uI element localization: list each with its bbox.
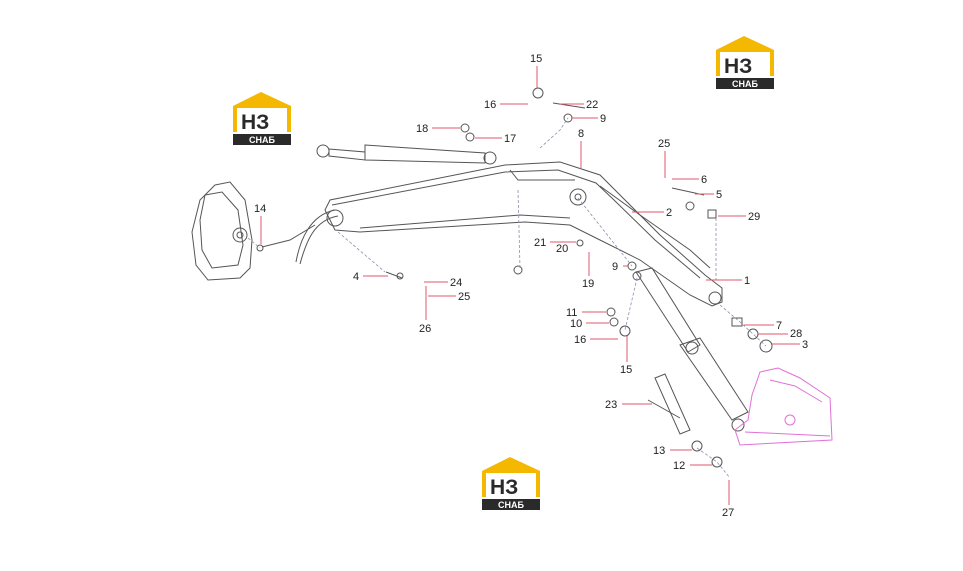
svg-text:СНАБ: СНАБ [732,79,758,89]
svg-text:НЗ: НЗ [241,111,269,134]
callouts: 15 16 22 9 18 17 8 25 6 5 2 29 1 [254,53,808,519]
callout-29: 29 [748,211,760,223]
callout-26: 26 [419,323,431,335]
logo-top-right: НЗ СНАБ [716,36,774,89]
callout-23: 23 [605,399,617,411]
logo-top-left: НЗ СНАБ [233,92,291,145]
callout-17: 17 [504,133,516,145]
mounting-bracket [191,181,253,281]
bucket-cylinder [647,373,691,435]
bucket-attachment [734,367,833,446]
callout-16-top: 16 [484,99,496,111]
callout-9-top: 9 [600,113,606,125]
callout-7: 7 [776,320,782,332]
callout-27: 27 [722,507,734,519]
callout-25-top: 25 [658,138,670,150]
callout-11: 11 [566,307,577,319]
callout-14: 14 [254,203,266,215]
callout-22: 22 [586,99,598,111]
callout-1: 1 [744,275,750,287]
svg-text:НЗ: НЗ [490,476,518,499]
svg-text:НЗ: НЗ [724,55,752,78]
callout-6: 6 [701,174,707,186]
callout-21: 21 [534,237,546,249]
callout-8: 8 [578,128,584,140]
callout-19: 19 [582,278,594,290]
callout-13: 13 [653,445,665,457]
callout-28: 28 [790,328,802,340]
callout-15-top: 15 [530,53,542,65]
callout-2: 2 [666,207,672,219]
arm-cylinder [635,267,749,432]
callout-3: 3 [802,339,808,351]
callout-12: 12 [673,460,685,472]
callout-18: 18 [416,123,428,135]
callout-15-bottom: 15 [620,364,632,376]
callout-9-mid: 9 [612,261,618,273]
callout-25-left: 25 [458,291,470,303]
svg-text:СНАБ: СНАБ [249,135,275,145]
callout-20: 20 [556,243,568,255]
callout-4: 4 [353,271,359,283]
callout-5: 5 [716,189,722,201]
boom-cylinder [316,144,497,165]
callout-24: 24 [450,277,462,289]
hoses [261,185,711,269]
assembly-lines [247,117,767,479]
small-parts [256,87,773,468]
callout-10: 10 [570,318,582,330]
logo-bottom-center: НЗ СНАБ [482,457,540,510]
callout-16-bottom: 16 [574,334,586,346]
boom [324,161,723,307]
svg-text:СНАБ: СНАБ [498,500,524,510]
